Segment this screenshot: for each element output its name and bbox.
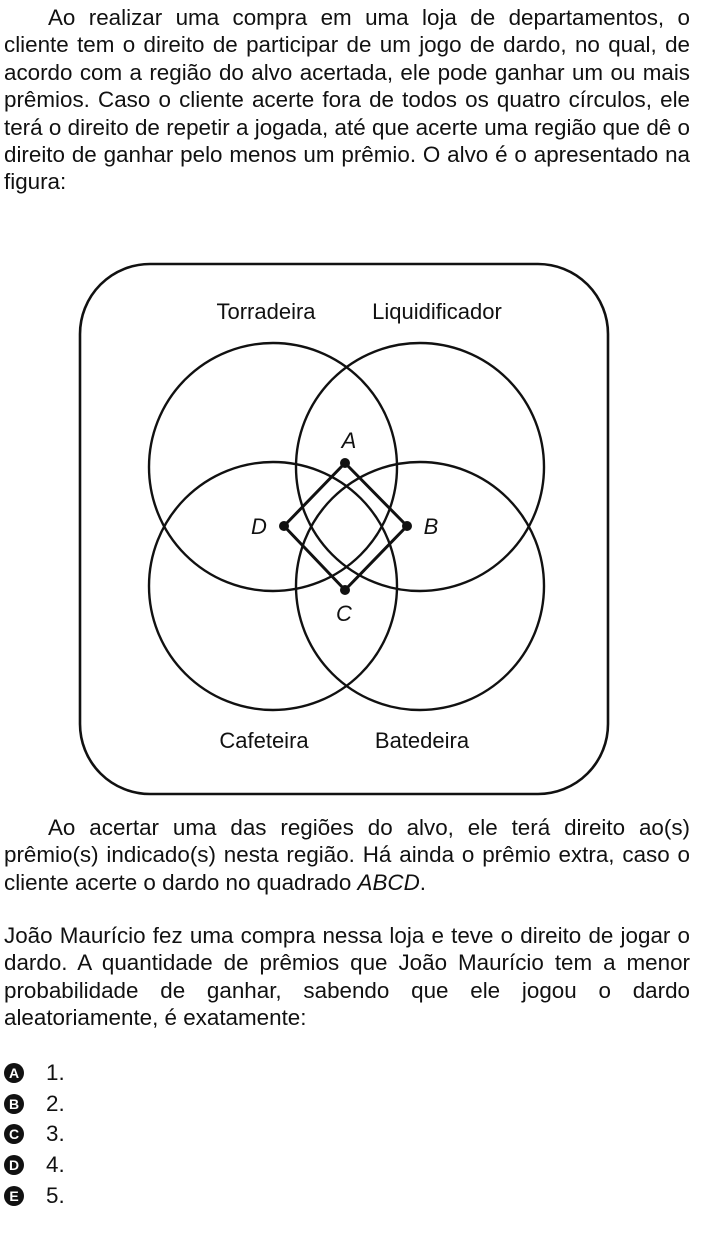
- option-d[interactable]: D 4.: [4, 1150, 304, 1181]
- label-point-b: B: [424, 514, 439, 539]
- label-liquidificador: Liquidificador: [372, 299, 502, 324]
- point-c-marker: [340, 585, 350, 595]
- label-point-d: D: [251, 514, 267, 539]
- option-c-text: 3.: [46, 1121, 65, 1147]
- option-d-text: 4.: [46, 1152, 65, 1178]
- target-boundary: [78, 262, 610, 796]
- square-name: ABCD: [357, 869, 420, 895]
- point-b-marker: [402, 521, 412, 531]
- option-c-badge: C: [4, 1124, 24, 1145]
- dartboard-figure: Torradeira Liquidificador Cafeteira Bate…: [78, 262, 612, 798]
- label-cafeteira: Cafeteira: [219, 728, 309, 753]
- point-a-marker: [340, 458, 350, 468]
- question-intro: Ao realizar uma compra em uma loja de de…: [4, 5, 690, 195]
- option-a-badge: A: [4, 1063, 24, 1084]
- option-b[interactable]: B 2.: [4, 1089, 304, 1120]
- rules-text: Ao acertar uma das regiões do alvo, ele …: [4, 815, 690, 895]
- point-d-marker: [279, 521, 289, 531]
- label-point-a: A: [340, 428, 357, 453]
- question-prompt: João Maurício fez uma compra nessa loja …: [4, 923, 690, 1031]
- circle-torradeira: [147, 341, 399, 593]
- rules-end: .: [419, 869, 426, 895]
- dartboard-diagram: Torradeira Liquidificador Cafeteira Bate…: [78, 262, 610, 796]
- option-a-text: 1.: [46, 1060, 65, 1086]
- answer-options: A 1. B 2. C 3. D 4. E 5.: [4, 1058, 304, 1211]
- option-c[interactable]: C 3.: [4, 1119, 304, 1150]
- option-b-badge: B: [4, 1093, 24, 1114]
- option-a[interactable]: A 1.: [4, 1058, 304, 1089]
- option-d-badge: D: [4, 1155, 24, 1176]
- option-e[interactable]: E 5.: [4, 1180, 304, 1211]
- circle-batedeira: [294, 460, 546, 712]
- option-b-text: 2.: [46, 1090, 65, 1116]
- label-batedeira: Batedeira: [375, 728, 470, 753]
- label-torradeira: Torradeira: [216, 299, 316, 324]
- square-abcd: [281, 460, 410, 593]
- option-e-text: 5.: [46, 1182, 65, 1208]
- option-e-badge: E: [4, 1185, 24, 1206]
- label-point-c: C: [336, 601, 352, 626]
- circle-liquidificador: [294, 341, 546, 593]
- question-rules: Ao acertar uma das regiões do alvo, ele …: [4, 814, 690, 896]
- circle-cafeteira: [147, 460, 399, 712]
